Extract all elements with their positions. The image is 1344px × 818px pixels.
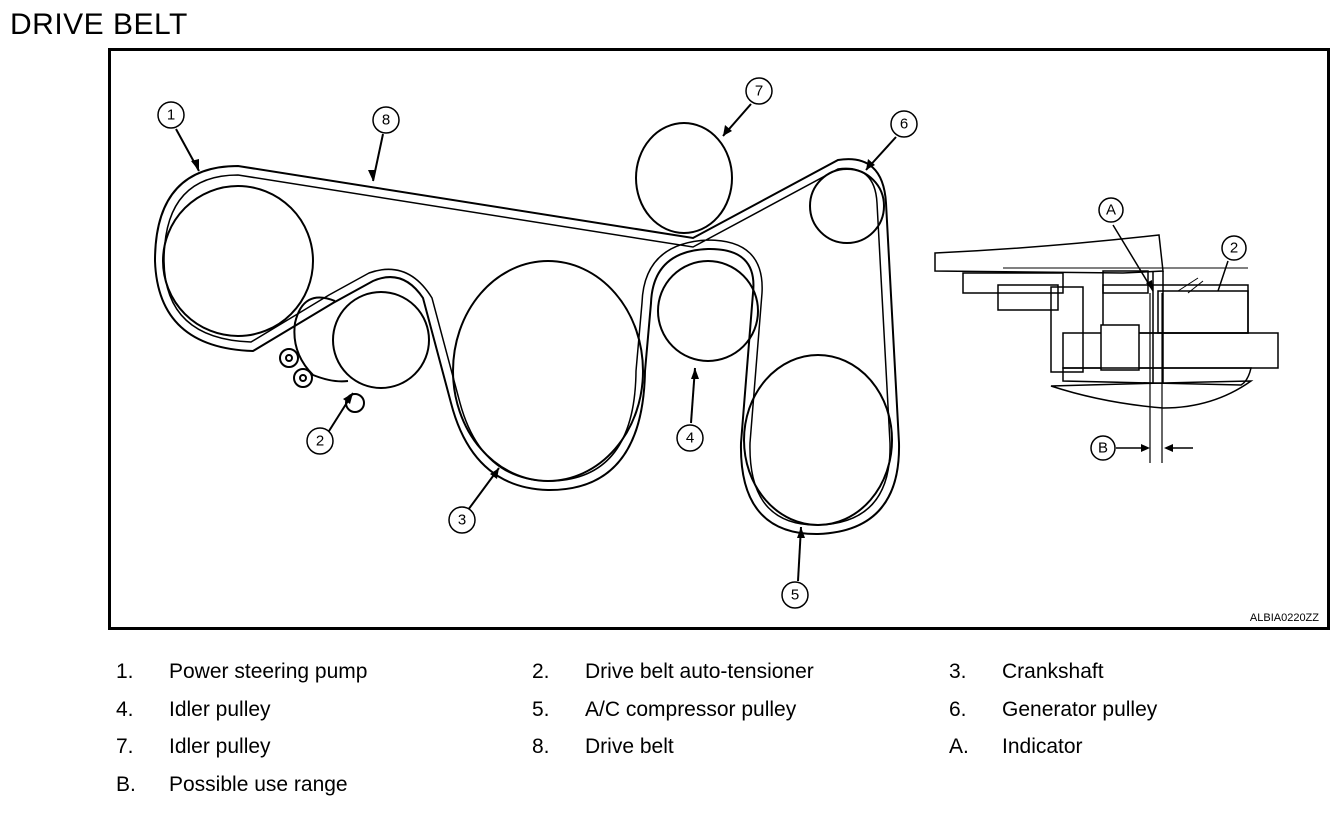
diagram-svg: 1 2 3 4 5 6 7 8 A 2 B (153, 77, 1279, 609)
callout-circle (157, 101, 185, 129)
arrowhead (691, 368, 699, 379)
idler-pulley-upper (635, 122, 733, 234)
callout-6: 6 (900, 116, 908, 133)
callout-circle (745, 77, 773, 105)
callout-circle (372, 106, 400, 134)
page-title: DRIVE BELT (10, 8, 188, 41)
arrowhead (191, 159, 199, 171)
callout-circle (890, 110, 918, 138)
callout-circle (781, 581, 809, 609)
callout-circle (1221, 235, 1247, 261)
tensioner-bolt (293, 368, 313, 388)
drive-belt-outer (153, 158, 901, 536)
auto-tensioner-pulley (332, 291, 430, 389)
callout-circle (448, 506, 476, 534)
callout-2-detail: 2 (1230, 240, 1238, 257)
callout-circle (1098, 197, 1124, 223)
arrowhead (490, 468, 499, 479)
arrowhead (343, 393, 353, 404)
callout-1: 1 (167, 107, 175, 124)
arrowhead (723, 125, 732, 136)
tensioner-bolt (279, 348, 299, 368)
callout-B: B (1098, 440, 1108, 457)
generator-pulley (809, 168, 885, 244)
arrowhead (797, 527, 805, 538)
callout-A: A (1106, 202, 1116, 219)
callout-2: 2 (316, 433, 324, 450)
callout-3: 3 (458, 512, 466, 529)
callout-circle (306, 427, 334, 455)
drive-belt-inner (163, 167, 891, 526)
callout-circle (676, 424, 704, 452)
figure-code: ALBIA0220ZZ (1249, 612, 1319, 624)
callout-8: 8 (382, 112, 390, 129)
callout-7: 7 (755, 83, 763, 100)
indicator-detail-view (934, 224, 1279, 463)
idler-pulley-lower (657, 260, 759, 362)
ac-compressor-pulley (743, 354, 893, 526)
arrowhead (866, 159, 875, 170)
callout-4: 4 (686, 430, 694, 447)
callout-circle (1090, 435, 1116, 461)
drive-belt-diagram: 1 2 3 4 5 6 7 8 A 2 B (108, 48, 1330, 630)
power-steering-pump-pulley (162, 185, 314, 337)
arrowhead (368, 170, 376, 181)
callout-5: 5 (791, 587, 799, 604)
tensioner-body (293, 296, 349, 383)
